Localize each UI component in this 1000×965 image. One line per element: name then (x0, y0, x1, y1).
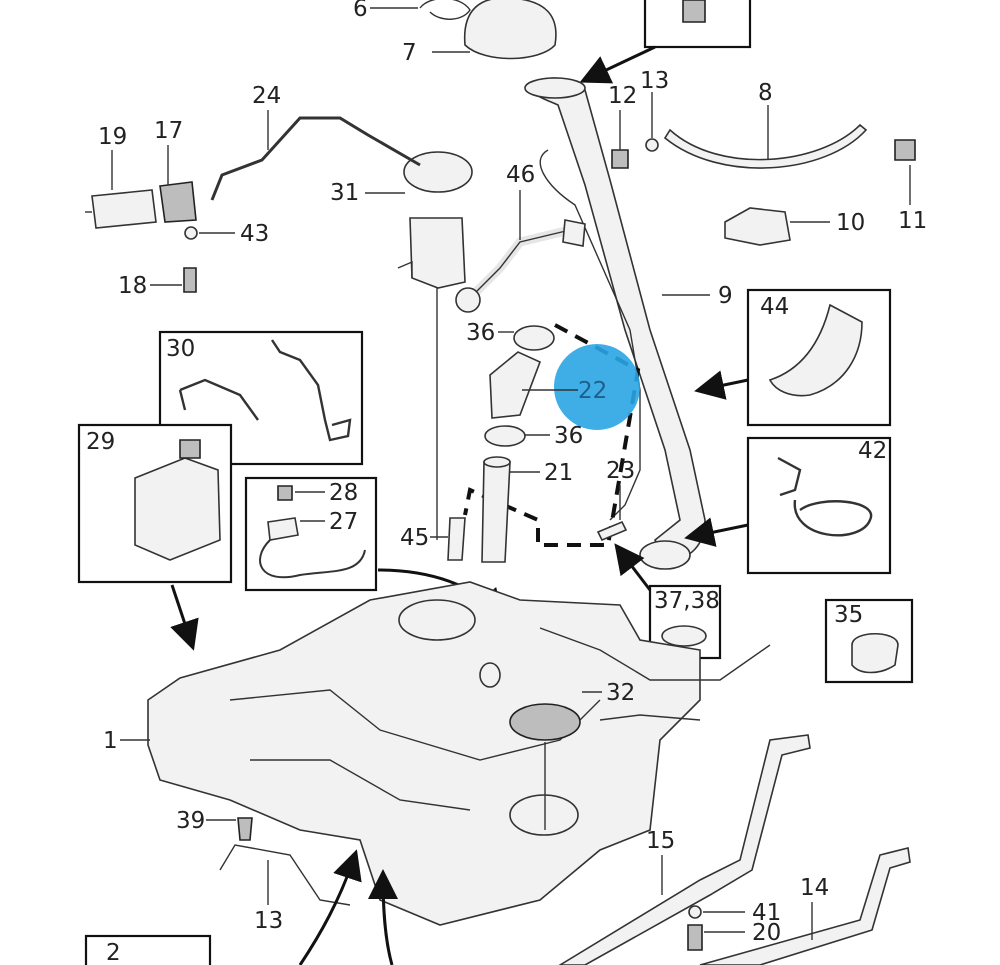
callout-42: 42 (858, 438, 887, 464)
part-8-strap (663, 123, 868, 169)
part-39-bolt (237, 817, 253, 841)
callout-22: 22 (578, 378, 607, 404)
callout-13-top: 13 (640, 68, 669, 94)
part-31-fuel-pump-body (409, 217, 466, 289)
callout-21: 21 (544, 460, 573, 486)
part-37-38-clamp (661, 625, 707, 647)
callout-17: 17 (154, 118, 183, 144)
part-45-pipe (447, 517, 466, 561)
callout-31: 31 (330, 180, 359, 206)
callout-15: 15 (646, 828, 675, 854)
callout-29: 29 (86, 429, 115, 455)
callout-24: 24 (252, 83, 281, 109)
callout-45: 45 (400, 525, 429, 551)
part-6-clip (419, 0, 471, 20)
callout-43: 43 (240, 221, 269, 247)
part-12-bolt (611, 149, 629, 169)
callout-2: 2 (106, 940, 121, 965)
part-21-filler-tube (481, 461, 511, 563)
part-7-filler-cap (463, 0, 557, 60)
callout-12: 12 (608, 83, 637, 109)
callout-19: 19 (98, 124, 127, 150)
callout-41: 41 (752, 900, 781, 926)
callout-9: 9 (718, 283, 733, 309)
callout-39: 39 (176, 808, 205, 834)
part-46-vent-hose (466, 225, 572, 302)
part-31-fuel-pump-flange (403, 151, 473, 193)
callout-36-lower: 36 (554, 423, 583, 449)
callout-10: 10 (836, 210, 865, 236)
part-11-bolt (894, 139, 916, 161)
callout-23: 23 (606, 458, 635, 484)
detail-box-2 (84, 934, 212, 965)
dashed-assembly-outline (463, 323, 641, 547)
callout-35: 35 (834, 602, 863, 628)
part-29-control-module (134, 457, 221, 561)
part-17-filter-clamp (159, 181, 197, 223)
part-36-hose-clamp-lower (484, 425, 526, 447)
callout-27: 27 (329, 509, 358, 535)
part-36-hose-clamp-upper (513, 325, 555, 351)
callout-8: 8 (758, 80, 773, 106)
part-24-fuel-line (210, 116, 421, 201)
part-15-tank-strap (558, 734, 811, 965)
part-23-hose (596, 520, 628, 542)
callout-36-upper: 36 (466, 320, 495, 346)
callout-28: 28 (329, 480, 358, 506)
detail-box-27-28 (244, 476, 378, 592)
callout-44: 44 (760, 294, 789, 320)
part-19-fuel-filter (91, 189, 157, 229)
part-14-tank-strap (699, 847, 911, 965)
callout-13-bottom: 13 (254, 908, 283, 934)
callout-14: 14 (800, 875, 829, 901)
detail-box-42 (746, 436, 892, 575)
callout-6: 6 (353, 0, 368, 22)
callout-11: 11 (898, 208, 927, 234)
part-42-bracket (777, 456, 873, 537)
callout-7: 7 (402, 40, 417, 66)
callout-32: 32 (606, 680, 635, 706)
callout-37-38: 37,38 (654, 588, 720, 614)
callout-30: 30 (166, 336, 195, 362)
part-32-fuel-level-sender (509, 703, 581, 741)
part-18-bolt (183, 267, 197, 293)
part-13-washer (645, 138, 659, 152)
part-20-bolt (687, 924, 703, 951)
part-22-filler-hose (489, 351, 542, 419)
part-13-heat-shield-bottom (219, 844, 351, 906)
part-28-screw (277, 485, 293, 501)
callout-18: 18 (118, 273, 147, 299)
part-35-bushing (851, 633, 899, 674)
part-10-bracket (724, 207, 791, 246)
part-27-sensor (267, 517, 299, 541)
callout-20: 20 (752, 920, 781, 946)
callout-1: 1 (103, 728, 118, 754)
part-43-washer (184, 226, 198, 240)
callout-46: 46 (506, 162, 535, 188)
highlight-marker (554, 344, 640, 430)
part-30-brake-line (178, 339, 352, 442)
part-1-fuel-tank (147, 581, 701, 926)
part-44-heat-shield (768, 303, 863, 397)
part-41-washer (688, 905, 702, 919)
